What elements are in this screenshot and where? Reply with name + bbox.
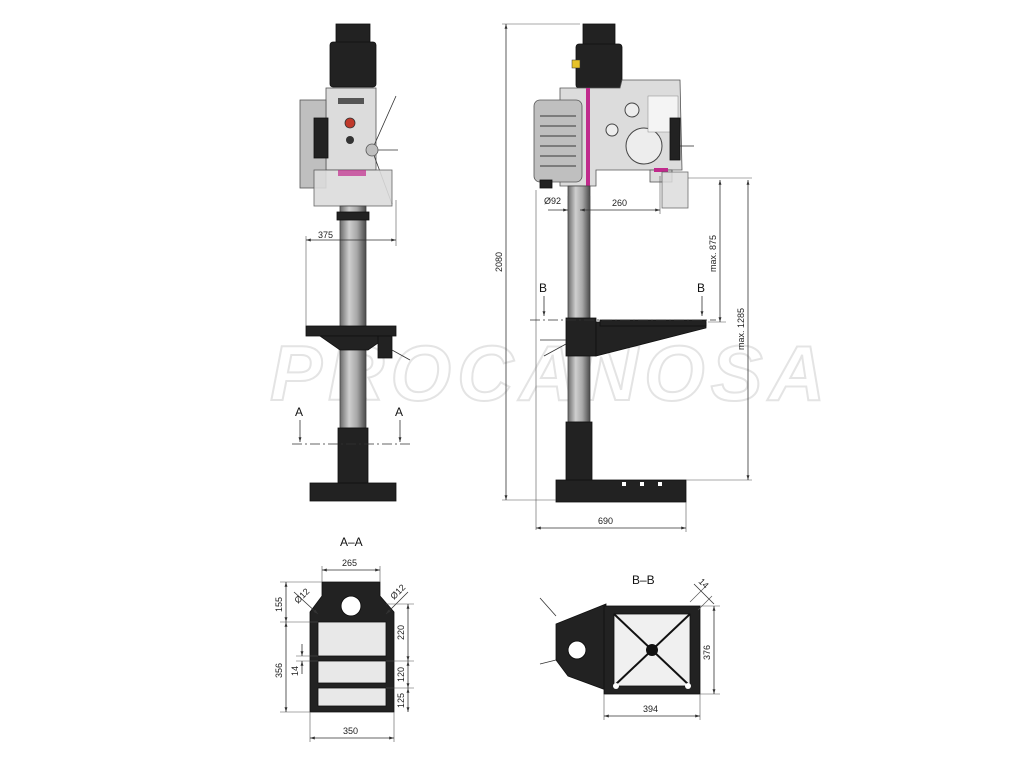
dim-throat: 260 xyxy=(612,198,627,208)
front-view: 375 A A xyxy=(292,23,412,502)
section-mark-b-right: B xyxy=(697,281,705,295)
aa-h-14: 14 xyxy=(290,666,300,676)
aa-h-220: 220 xyxy=(396,625,406,640)
dim-overall-height: 2080 xyxy=(494,252,504,272)
section-mark-b-left: B xyxy=(539,281,547,295)
aa-h-120: 120 xyxy=(396,667,406,682)
dim-max-1285: max. 1285 xyxy=(736,308,746,350)
section-aa: A–A 265 Ø12 Ø12 155 356 14 22 xyxy=(274,535,414,742)
section-mark-a-left: A xyxy=(295,405,303,419)
bb-width: 394 xyxy=(643,704,658,714)
aa-hole-right: Ø12 xyxy=(388,582,407,601)
dim-max-875: max. 875 xyxy=(708,235,718,272)
section-aa-title: A–A xyxy=(340,535,363,549)
aa-width-top: 265 xyxy=(342,558,357,568)
aa-hole-left: Ø12 xyxy=(292,586,311,605)
section-bb: B–B 14 376 394 xyxy=(539,573,720,720)
aa-width-bottom: 350 xyxy=(343,726,358,736)
section-bb-title: B–B xyxy=(632,573,655,587)
dim-spindle-diameter: Ø92 xyxy=(544,196,561,206)
side-view: 2080 Ø92 260 max. 875 max. 1285 B B 690 xyxy=(494,23,752,532)
aa-h-125: 125 xyxy=(396,693,406,708)
aa-h-155: 155 xyxy=(274,597,284,612)
aa-h-356: 356 xyxy=(274,663,284,678)
dim-base-length: 690 xyxy=(598,516,613,526)
section-mark-a-right: A xyxy=(395,405,403,419)
bb-height: 376 xyxy=(702,645,712,660)
dim-front-width: 375 xyxy=(318,230,333,240)
